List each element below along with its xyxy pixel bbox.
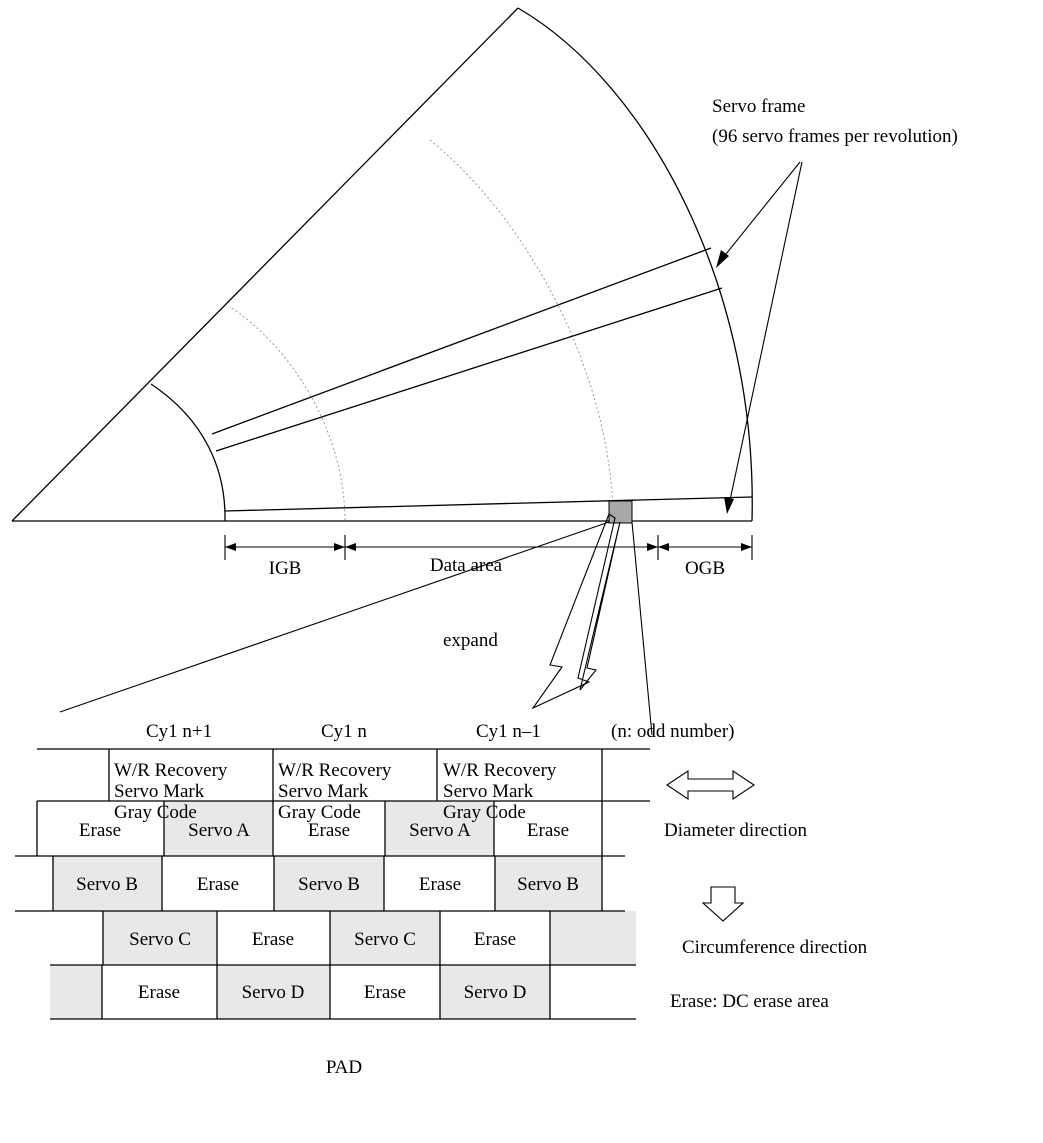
- header-line-3: Gray Code: [114, 802, 197, 823]
- header-cell-cyl-n-plus-1: W/R Recovery Servo Mark Gray Code: [114, 760, 228, 823]
- igb-boundary-circle: [231, 307, 346, 522]
- circumference-direction-label: Circumference direction: [682, 937, 868, 958]
- header-line-3: Gray Code: [278, 802, 361, 823]
- magnified-area-box: [608, 500, 633, 524]
- down-arrow-icon: [701, 886, 745, 922]
- row3-cell3: Servo C: [354, 929, 416, 950]
- expand-label: expand: [443, 630, 498, 651]
- row1-cell5: Erase: [527, 820, 569, 841]
- servo-frame-line-upper-a: [211, 247, 712, 435]
- servo-b-cell: [53, 856, 162, 911]
- ogb-label: OGB: [685, 558, 725, 579]
- row4-cell4: Servo D: [464, 982, 527, 1003]
- row4-cell1: Erase: [138, 982, 180, 1003]
- disk-sector: [11, 7, 753, 524]
- cyl-n-minus-1-label: Cy1 n–1: [476, 721, 541, 742]
- servo-frame-arrowhead-1: [716, 250, 729, 268]
- servo-frame-pointer-2: [728, 161, 803, 506]
- odd-number-note: (n: odd number): [611, 721, 734, 742]
- header-line-2: Servo Mark: [278, 781, 369, 802]
- expand-hollow-arrow-2: [579, 521, 621, 691]
- diameter-direction-label: Diameter direction: [664, 820, 807, 841]
- row2-cell4: Erase: [419, 874, 461, 895]
- sector-outer-arc: [517, 7, 753, 522]
- sector-left-radius: [11, 7, 519, 522]
- header-line-3: Gray Code: [443, 802, 526, 823]
- servo-frame-note: (96 servo frames per revolution): [712, 126, 958, 147]
- servo-d-cell: [440, 965, 550, 1019]
- servo-frame-title: Servo frame: [712, 96, 805, 117]
- row4-cell2: Servo D: [242, 982, 305, 1003]
- servo-a-cell: [385, 801, 494, 856]
- double-arrow-icon: [666, 769, 755, 801]
- row1-cell2: Servo A: [188, 820, 250, 841]
- servo-pattern-table: [15, 748, 650, 1020]
- pad-cell: [50, 965, 102, 1019]
- sector-inner-arc: [150, 383, 226, 522]
- header-line-1: W/R Recovery: [443, 760, 557, 781]
- dimension-line: [224, 535, 753, 560]
- row3-cell1: Servo C: [129, 929, 191, 950]
- row2-cell2: Erase: [197, 874, 239, 895]
- erase-legend: Erase: DC erase area: [670, 991, 829, 1012]
- servo-b-cell: [274, 856, 384, 911]
- servo-a-cell: [164, 801, 273, 856]
- expand-guide-left: [59, 521, 610, 713]
- header-line-1: W/R Recovery: [278, 760, 392, 781]
- header-line-2: Servo Mark: [443, 781, 534, 802]
- row1-cell4: Servo A: [409, 820, 471, 841]
- row2-cell5: Servo B: [517, 874, 579, 895]
- servo-frame-arrowhead-2: [724, 497, 734, 514]
- cyl-n-plus-1-label: Cy1 n+1: [146, 721, 212, 742]
- servo-c-cell: [330, 911, 440, 965]
- pad-cell: [550, 911, 636, 965]
- row1-cell1: Erase: [79, 820, 121, 841]
- row2-cell3: Servo B: [298, 874, 360, 895]
- header-line-2: Servo Mark: [114, 781, 205, 802]
- header-line-1: W/R Recovery: [114, 760, 228, 781]
- pad-label: PAD: [326, 1057, 362, 1078]
- servo-b-cell: [495, 856, 602, 911]
- expand-guide-right: [631, 521, 653, 736]
- row3-cell4: Erase: [474, 929, 516, 950]
- row1-cell3: Erase: [308, 820, 350, 841]
- cyl-n-label: Cy1 n: [321, 721, 367, 742]
- data-area-label: Data area: [430, 555, 503, 576]
- servo-frame-pointer-1: [721, 161, 801, 260]
- expand-hollow-arrow-1: [531, 513, 616, 710]
- row2-cell1: Servo B: [76, 874, 138, 895]
- header-cell-cyl-n: W/R Recovery Servo Mark Gray Code: [278, 760, 392, 823]
- igb-label: IGB: [269, 558, 302, 579]
- servo-d-cell: [217, 965, 330, 1019]
- ogb-boundary-circle: [429, 139, 614, 522]
- row3-cell2: Erase: [252, 929, 294, 950]
- servo-frame-line-bottom: [224, 496, 753, 512]
- servo-frame-line-upper-b: [215, 287, 723, 452]
- servo-c-cell: [103, 911, 217, 965]
- header-cell-cyl-n-minus-1: W/R Recovery Servo Mark Gray Code: [443, 760, 557, 823]
- row4-cell3: Erase: [364, 982, 406, 1003]
